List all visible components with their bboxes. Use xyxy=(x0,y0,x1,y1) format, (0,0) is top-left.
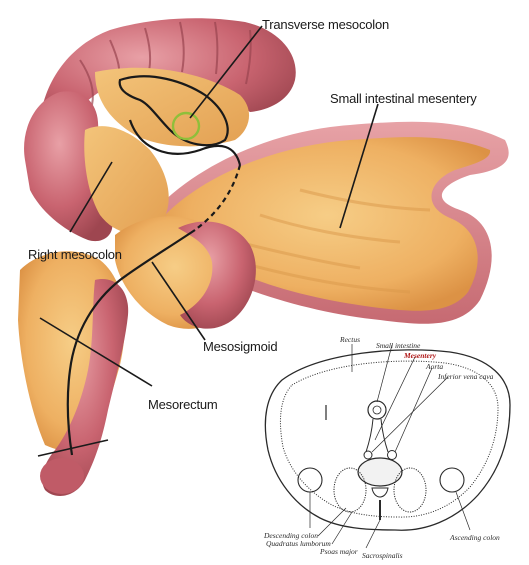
rectal-stump xyxy=(40,458,84,494)
label-mesorectum: Mesorectum xyxy=(148,398,218,411)
inset-label-ascending-colon: Ascending colon xyxy=(450,534,500,542)
label-small-intestinal-mesentery: Small intestinal mesentery xyxy=(330,92,477,105)
inset-label-inferior-vena-cava: Inferior vena cava xyxy=(438,373,493,381)
inset-label-psoas-major: Psoas major xyxy=(320,548,358,556)
label-mesosigmoid: Mesosigmoid xyxy=(203,340,277,353)
inset-label-small-intestine: Small intestine xyxy=(376,342,420,350)
inset-label-aorta: Aorta xyxy=(426,363,443,371)
label-transverse-mesocolon: Transverse mesocolon xyxy=(262,18,389,31)
cross-section-inset xyxy=(258,332,520,552)
label-right-mesocolon: Right mesocolon xyxy=(28,248,122,261)
inset-label-rectus: Rectus xyxy=(340,336,360,344)
inset-label-mesentery: Mesentery xyxy=(404,352,436,360)
inset-label-sacrospinalis: Sacrospinalis xyxy=(362,552,403,560)
